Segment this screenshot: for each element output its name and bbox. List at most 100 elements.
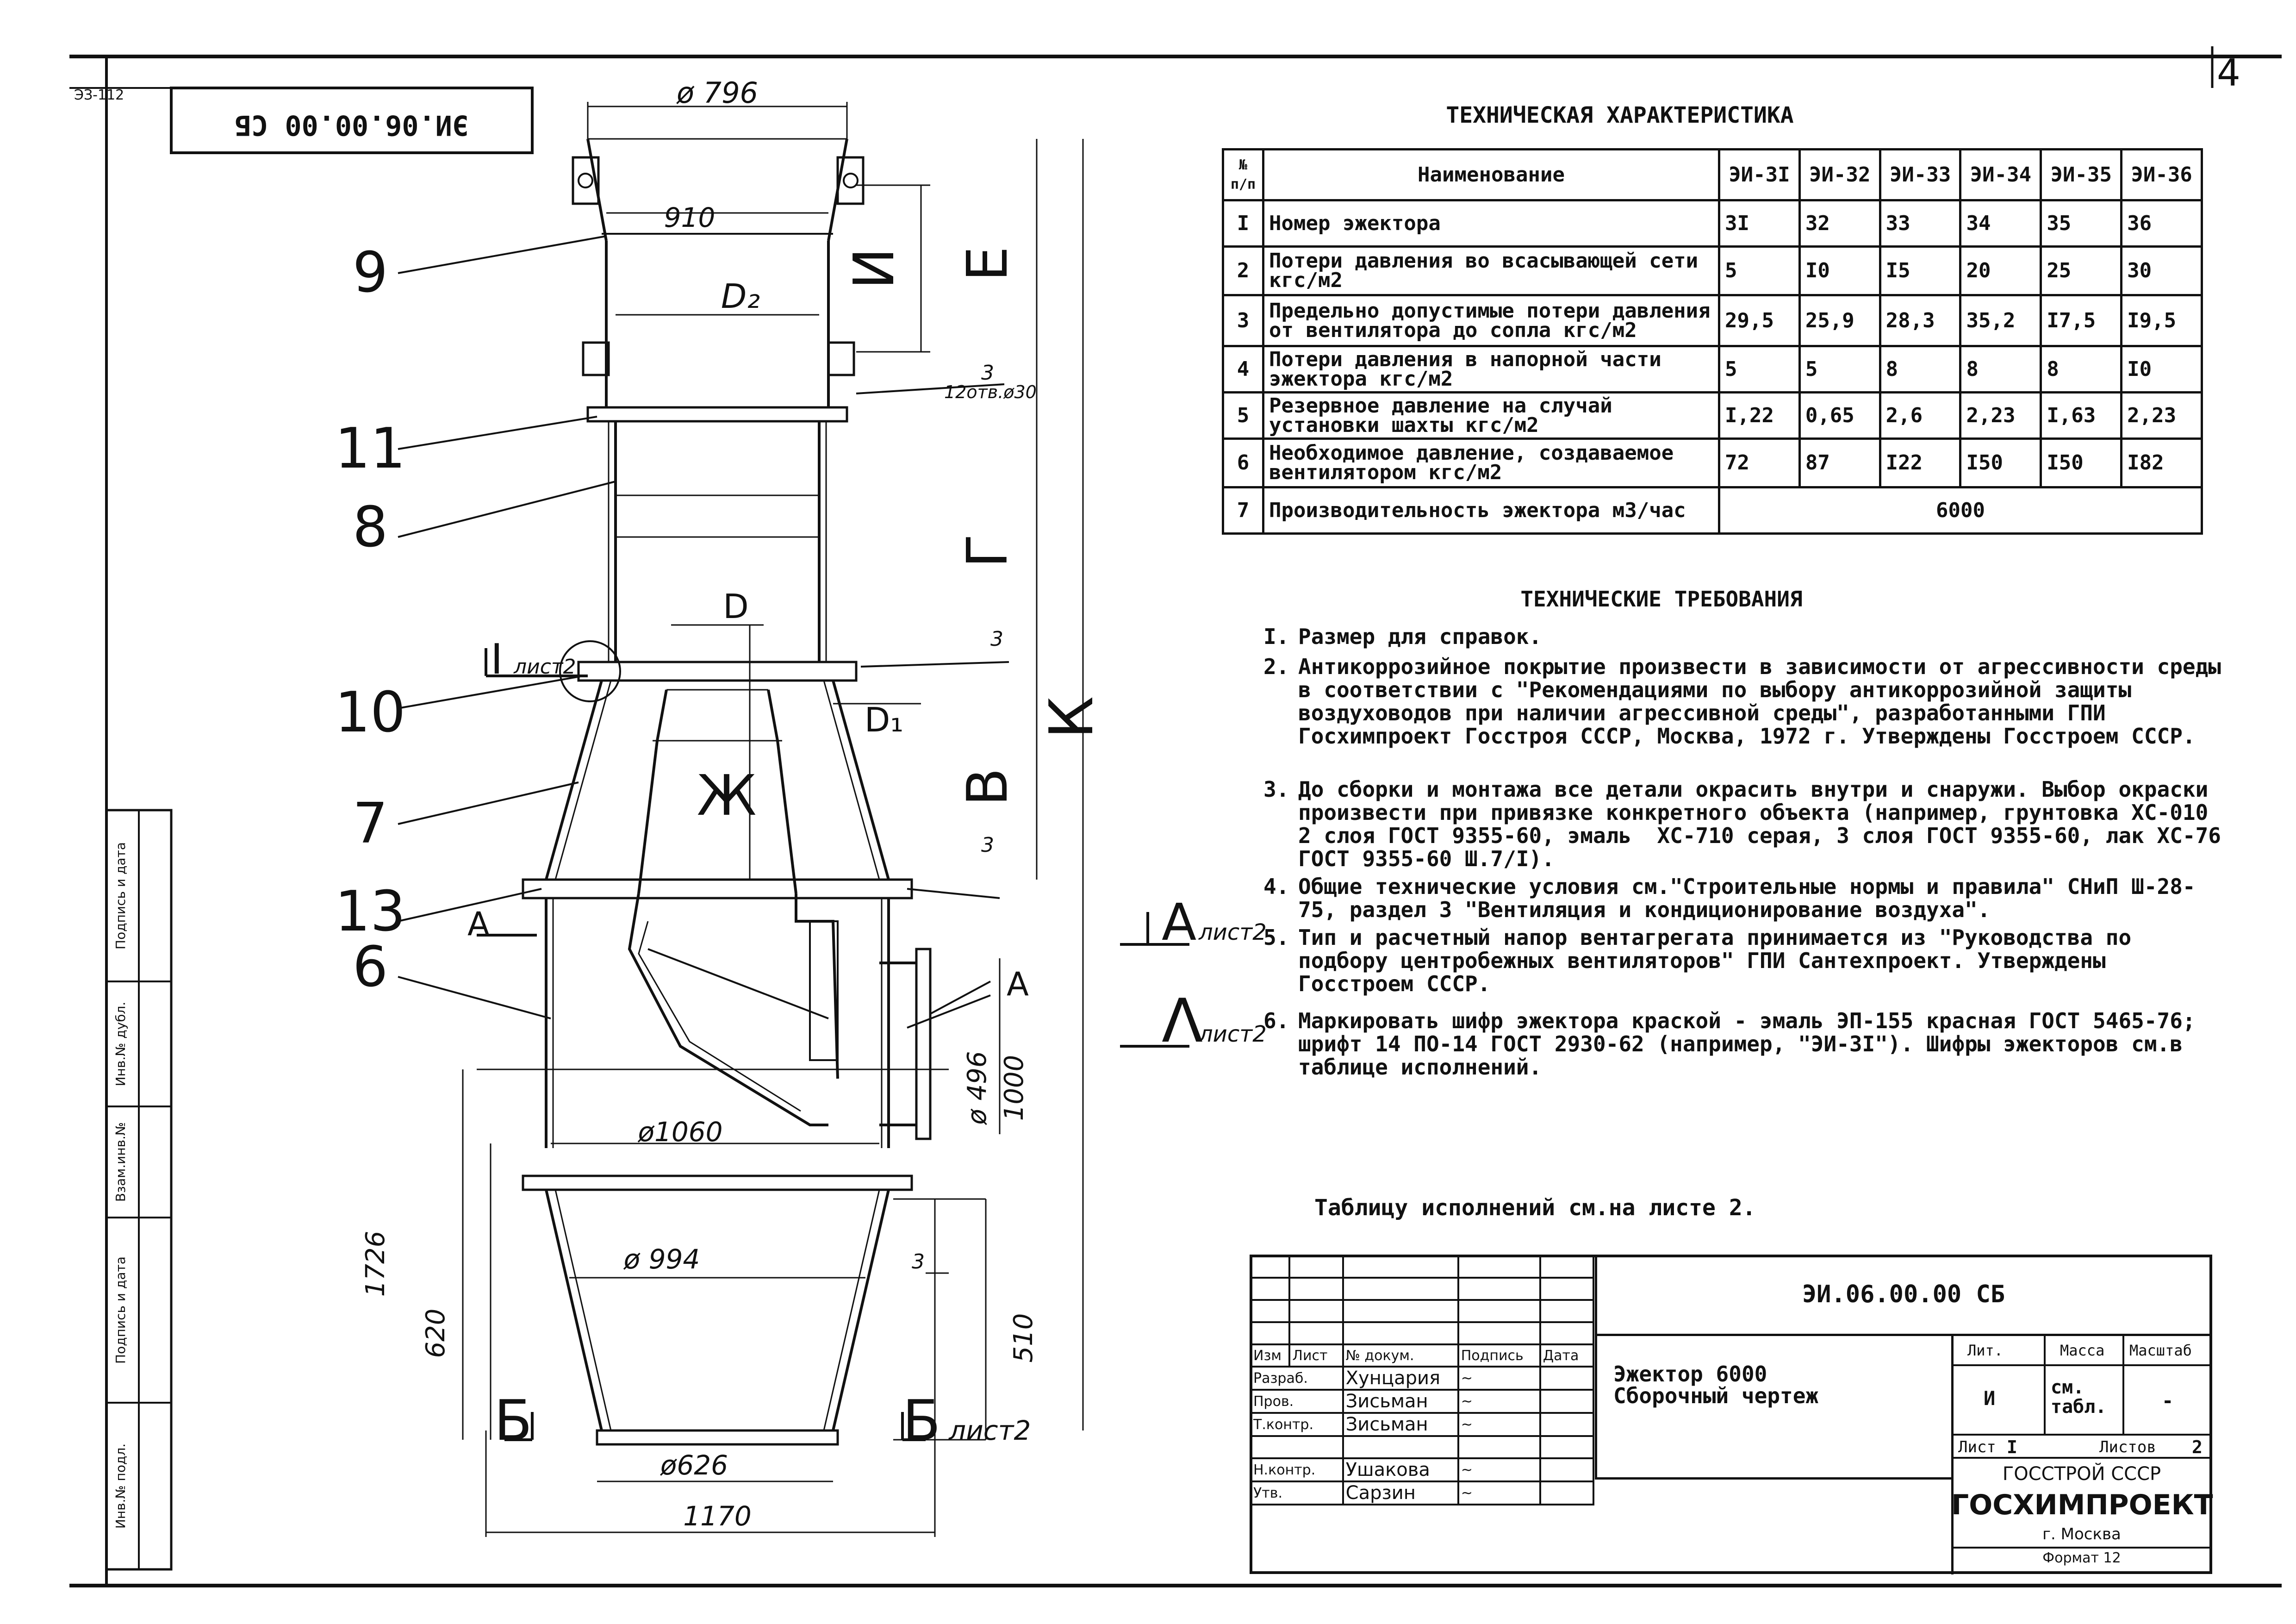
spec-row-name: Производительность эжектора м3/час (1262, 486, 1720, 535)
tb-hdr-list: Лист (1288, 1343, 1344, 1368)
spec-table-title: ТЕХНИЧЕСКАЯ ХАРАКТЕРИСТИКА (1446, 102, 1793, 128)
ejector-outline (522, 138, 932, 1446)
tb-sheets-label: Листов (2099, 1438, 2156, 1456)
spec-header-name: Наименование (1262, 148, 1720, 201)
dim-z3c: 3 (981, 833, 994, 857)
callout-7: 7 (353, 792, 388, 856)
requirement-item: 6. Маркировать шифр эжектора краской - э… (1263, 1009, 2226, 1079)
mark-Lambda-list2: Λ (1162, 986, 1203, 1056)
spec-cell: 2,23 (1959, 391, 2042, 440)
spec-header-col: ЭИ-3I (1718, 148, 1801, 201)
spec-row-no: I (1222, 199, 1264, 248)
callout-8: 8 (353, 495, 388, 560)
tb-sheets-value: 2 (2192, 1437, 2203, 1457)
spec-row-no: 4 (1222, 345, 1264, 394)
tb-person: Зисьман (1342, 1389, 1459, 1414)
callout-10: 10 (335, 681, 406, 745)
dim-620: 620 (421, 1309, 451, 1358)
dim-D1: D₁ (865, 700, 903, 739)
tb-role: Пров. (1250, 1389, 1344, 1414)
spec-row-no: 6 (1222, 437, 1264, 488)
tb-person (1342, 1435, 1459, 1459)
tb-hdr-sign: Подпись (1457, 1343, 1541, 1368)
dim-d1060: ø1060 (637, 1116, 722, 1148)
requirement-text: Общие технические условия см."Строительн… (1298, 874, 2196, 922)
dim-1000: 1000 (999, 1055, 1029, 1121)
section-I-label: I (491, 635, 503, 684)
spec-cell: 2,6 (1879, 391, 1962, 440)
dim-z3b: 3 (990, 627, 1003, 651)
tb-org2: ГОСХИМПРОЕКТ (1951, 1489, 2213, 1521)
tb-hdr-doc: № докум. (1342, 1343, 1459, 1368)
spec-cell: I7,5 (2040, 294, 2123, 347)
spec-row-name: Потери давления во всасывающей сети кгс/… (1262, 245, 1720, 296)
rotated-stamp: ЭИ.06.00.00 СБ (235, 109, 469, 141)
requirement-number: 5. (1263, 925, 1289, 950)
spec-row: 6 Необходимое давление, создаваемое вент… (1222, 437, 2203, 488)
spec-row-name: Резервное давление на случай установки ш… (1262, 391, 1720, 440)
tb-role: Н.контр. (1250, 1457, 1344, 1482)
spec-row-no: 5 (1222, 391, 1264, 440)
signature-mark: ~ (1457, 1366, 1541, 1391)
tb-hdr-izm: Изм (1249, 1343, 1291, 1368)
tb-person: Сарзин (1342, 1480, 1459, 1505)
spec-row: 3 Предельно допустимые потери давления о… (1222, 294, 2203, 347)
tb-person: Ушакова (1342, 1457, 1459, 1482)
mark-Lambda-list2-sub: лист2 (1198, 1021, 1267, 1047)
tb-designation: ЭИ.06.00.00 СБ (1802, 1280, 2005, 1308)
spec-cell: 8 (2040, 345, 2123, 394)
letter-K: К (1036, 696, 1107, 739)
spec-row-name: Необходимое давление, создаваемое вентил… (1262, 437, 1720, 488)
spec-cell: 5 (1718, 345, 1801, 394)
mark-A-list2: A (1162, 893, 1196, 952)
tb-name-line1: Эжектор 6000 (1613, 1362, 1767, 1387)
spec-cell: 35 (2040, 199, 2123, 248)
spec-cell: 30 (2120, 245, 2203, 296)
spec-cell: 8 (1879, 345, 1962, 394)
spec-cell: I,63 (2040, 391, 2123, 440)
requirement-item: 4. Общие технические условия см."Строите… (1263, 875, 2226, 921)
requirement-text: Тип и расчетный напор вентагрегата прини… (1298, 925, 2144, 996)
spec-row-no: 3 (1222, 294, 1264, 347)
spec-cell: 8 (1959, 345, 2042, 394)
dim-d796: ø 796 (676, 76, 758, 110)
requirements-note: Таблицу исполнений см.на листе 2. (1314, 1195, 1756, 1221)
dim-910: 910 (664, 202, 716, 233)
dim-holes: 12отв.ø30 (944, 382, 1037, 402)
letter-B: В (956, 768, 1020, 806)
signature-mark: ~ (1457, 1457, 1541, 1482)
dim-d496: ø 496 (962, 1051, 992, 1125)
callout-11: 11 (335, 417, 406, 481)
spec-header-col: ЭИ-32 (1798, 148, 1881, 201)
title-block-signatures: Изм Лист № докум. Подпись Дата Разраб. Х… (1249, 1255, 1595, 1505)
spec-cell: I0 (1798, 245, 1881, 296)
spec-header-no: № п/п (1222, 148, 1264, 201)
requirement-item: 2. Антикоррозийное покрытие произвести в… (1263, 655, 2226, 748)
spec-cell: I50 (2040, 437, 2123, 488)
spec-cell: 0,65 (1798, 391, 1881, 440)
tb-lit-label: Лит. (1967, 1342, 2004, 1359)
tb-sheet-value: I (2007, 1437, 2017, 1457)
spec-cell: I0 (2120, 345, 2203, 394)
title-block: Изм Лист № докум. Подпись Дата Разраб. Х… (1249, 1255, 2213, 1574)
sheet-number: 4 (2217, 51, 2240, 94)
spec-cell: 35,2 (1959, 294, 2042, 347)
spec-row-name: Номер эжектора (1262, 199, 1720, 248)
requirement-item: I. Размер для справок. (1263, 625, 2226, 648)
requirement-text: Размер для справок. (1298, 624, 1542, 649)
mark-A-list2-sub: лист2 (1198, 919, 1267, 945)
spec-cell: I5 (1879, 245, 1962, 296)
spec-row-name: Потери давления в напорной части эжектор… (1262, 345, 1720, 394)
requirement-number: 4. (1263, 874, 1289, 899)
dim-D2: D₂ (721, 277, 760, 316)
spec-cell: 2,23 (2120, 391, 2203, 440)
requirement-text: Антикоррозийное покрытие произвести в за… (1298, 654, 2234, 749)
section-I-sheet: лист2 (513, 655, 576, 679)
dim-d994: ø 994 (623, 1243, 700, 1275)
requirement-text: До сборки и монтажа все детали окрасить … (1298, 777, 2234, 871)
tb-org1: ГОССТРОЙ СССР (2002, 1463, 2161, 1485)
spec-cell: I,22 (1718, 391, 1801, 440)
dim-d626: ø626 (660, 1449, 728, 1481)
requirement-number: 6. (1263, 1008, 1289, 1033)
dim-z3d: 3 (912, 1250, 925, 1274)
